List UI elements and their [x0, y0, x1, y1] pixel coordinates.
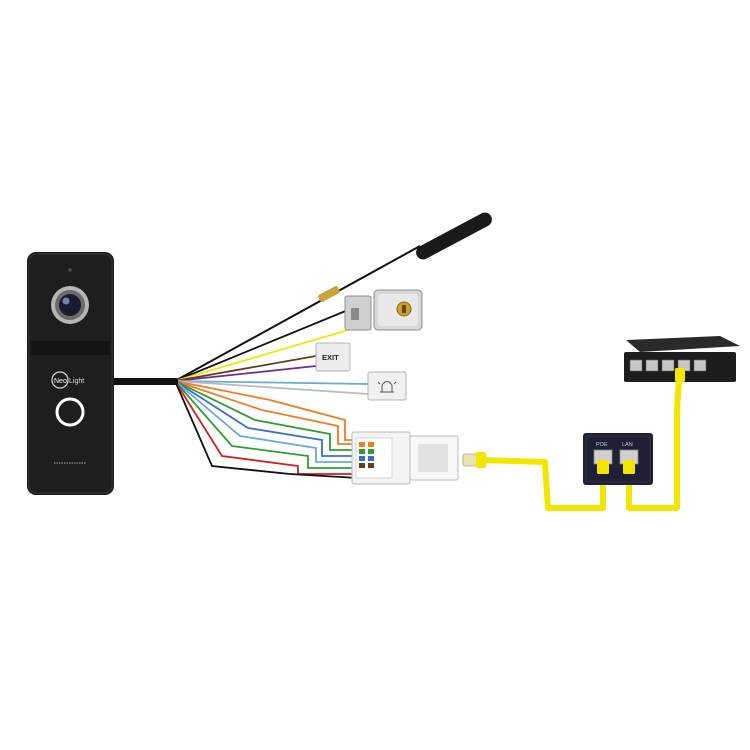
network-cable — [475, 377, 682, 511]
keystone-color-codes — [359, 442, 374, 468]
antenna — [318, 212, 492, 302]
wire-antenna — [174, 245, 421, 382]
antenna-body — [416, 212, 492, 260]
antenna-connector — [318, 286, 340, 302]
wire-white — [174, 380, 369, 395]
wire-black — [174, 380, 359, 479]
electric-lock — [344, 289, 423, 331]
exit-label: EXIT — [322, 353, 339, 362]
bell-button — [367, 371, 407, 401]
poe-injector: POE LAN — [583, 433, 653, 485]
call-panel: Neo Light — [27, 252, 114, 495]
call-button — [60, 402, 80, 422]
rj45-plug-keystone — [462, 452, 486, 468]
cable-keystone-to-poe — [475, 457, 606, 511]
wire-brown — [174, 355, 317, 382]
panel-body — [27, 252, 114, 495]
wire-blue-white — [174, 380, 358, 463]
wire-green — [174, 380, 358, 469]
switch-top — [626, 336, 740, 352]
call-button-ring — [55, 397, 85, 427]
wire-blue-2 — [174, 380, 358, 457]
network-switch — [624, 336, 740, 382]
exit-button: EXIT — [315, 342, 351, 372]
wire-orange — [174, 380, 358, 445]
wire-orange-white — [174, 380, 358, 441]
wire-green-white — [174, 380, 358, 451]
exit-button-body — [315, 342, 351, 372]
wire-black-lock — [174, 309, 349, 382]
poe-port-label: POE — [596, 442, 608, 448]
cable-lan-to-switch — [626, 377, 682, 511]
panel-cable — [112, 378, 178, 385]
wire-bundle — [174, 245, 421, 479]
lan-port-label: LAN — [622, 442, 633, 448]
wire-purple — [174, 365, 317, 382]
brand-name-b: Light — [69, 378, 84, 385]
wire-yellow — [174, 329, 349, 382]
wire-red — [174, 380, 358, 475]
poe-body — [583, 433, 653, 485]
switch-ports — [629, 359, 707, 372]
wire-blue — [174, 380, 369, 385]
panel-mic-dot — [68, 268, 72, 272]
panel-ir-strip — [31, 341, 110, 355]
bell-icon — [377, 381, 397, 393]
keystone-jack — [351, 431, 459, 485]
camera-lens-icon — [59, 294, 81, 316]
brand-name-a: Neo — [54, 378, 67, 385]
bell-button-body — [367, 371, 407, 401]
brand-logo-icon — [51, 371, 69, 389]
